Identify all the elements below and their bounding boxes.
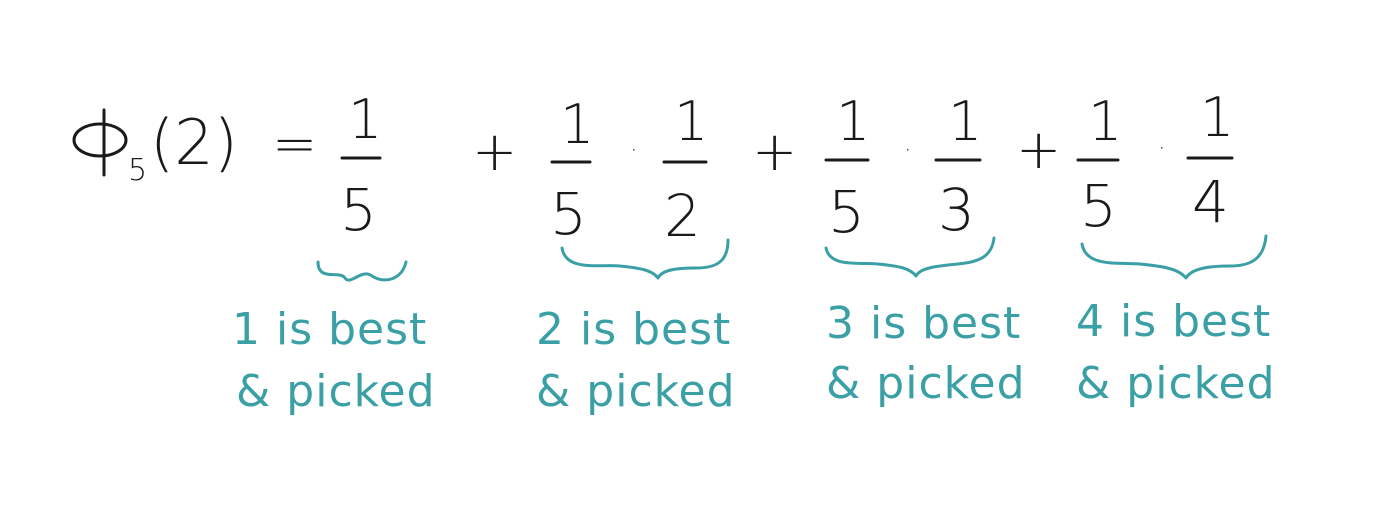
annotation-2-line1: 2 is best	[536, 304, 731, 355]
annotation-1-line2: & picked	[236, 366, 436, 417]
term-4-numerator2: 1	[1200, 86, 1234, 149]
plus-sign-1: +	[472, 120, 517, 183]
brace-1	[316, 260, 408, 282]
annotation-1: 1 is best & picked	[232, 304, 436, 417]
brace-3	[824, 236, 996, 278]
term-2-times-dot: ·	[630, 136, 638, 164]
annotation-4: 4 is best & picked	[1076, 296, 1276, 409]
annotation-2: 2 is best & picked	[536, 304, 736, 417]
term-2: 1 5 · 1 2	[550, 90, 708, 250]
term-3-numerator2: 1	[948, 90, 982, 153]
term-2-numerator2: 1	[674, 90, 708, 153]
term-3-denominator: 5	[828, 178, 865, 246]
term-1-numerator: 1	[348, 88, 382, 151]
phi-subscript: 5	[128, 153, 147, 188]
term-3-numerator: 1	[836, 90, 870, 153]
plus-sign-2: +	[752, 120, 797, 183]
term-1-denominator: 5	[340, 176, 377, 244]
annotation-3: 3 is best & picked	[826, 298, 1026, 409]
term-4: 1 5 · 1 4	[1076, 86, 1234, 240]
term-4-denominator: 5	[1080, 172, 1117, 240]
term-2-numerator: 1	[560, 93, 594, 156]
annotation-4-line2: & picked	[1076, 358, 1276, 409]
term-4-times-dot: ·	[1158, 134, 1166, 162]
term-1: 1 5	[340, 88, 382, 244]
term-2-denominator: 5	[550, 180, 587, 248]
term-2-denominator2: 2	[664, 182, 701, 250]
phi-symbol	[72, 108, 128, 177]
term-3-denominator2: 3	[938, 176, 975, 244]
annotation-1-line1: 1 is best	[232, 304, 427, 355]
annotation-3-line1: 3 is best	[826, 298, 1021, 349]
annotation-4-line1: 4 is best	[1076, 296, 1271, 347]
phi-argument: (2)	[150, 106, 238, 179]
annotation-2-line2: & picked	[536, 366, 736, 417]
term-4-denominator2: 4	[1192, 168, 1229, 236]
equals-sign: =	[272, 112, 317, 175]
term-4-numerator: 1	[1088, 90, 1122, 153]
plus-sign-3: +	[1016, 118, 1061, 181]
brace-4	[1080, 234, 1268, 280]
term-3-times-dot: ·	[904, 136, 912, 164]
annotation-3-line2: & picked	[826, 358, 1026, 409]
brace-2	[560, 238, 730, 280]
term-3: 1 5 · 1 3	[824, 90, 982, 246]
